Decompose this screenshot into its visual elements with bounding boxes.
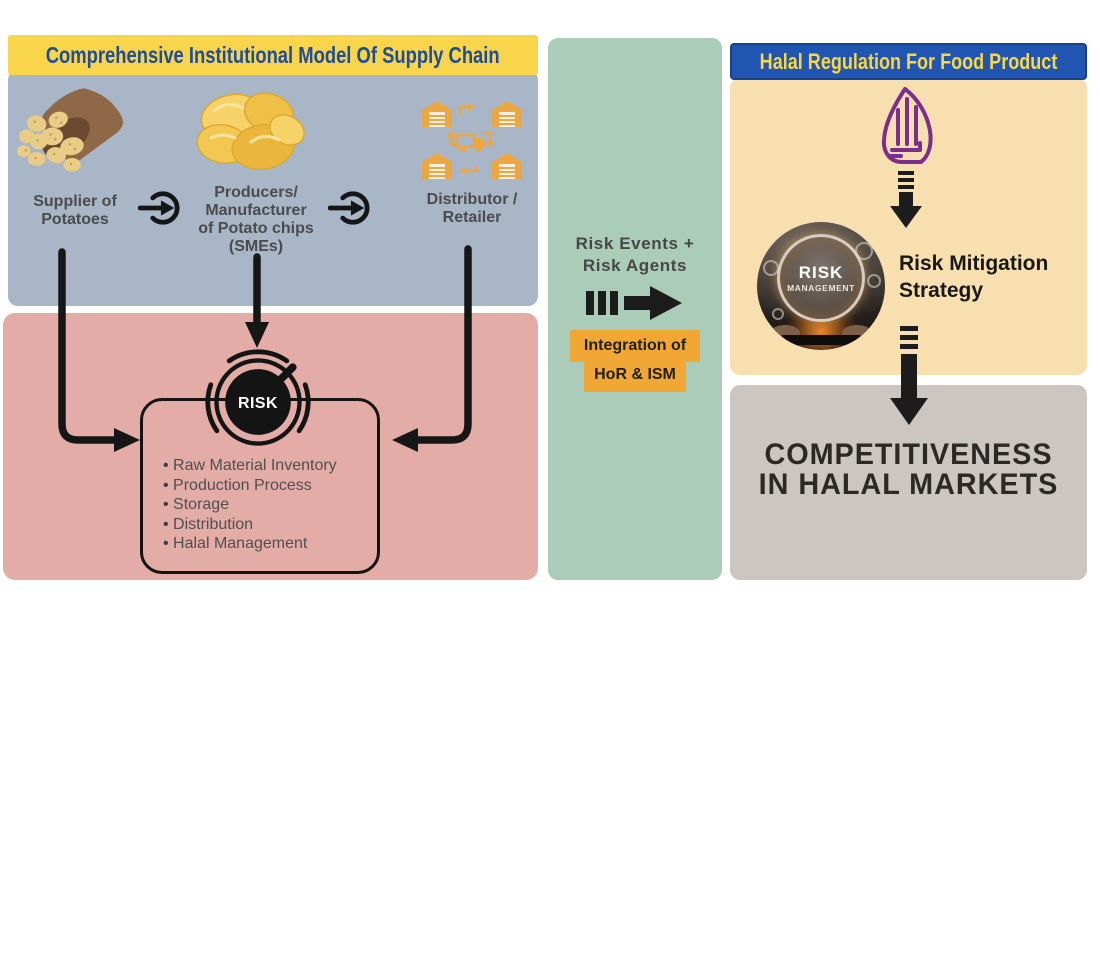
integration-badge-line1: Integration of bbox=[570, 330, 700, 362]
risk-list-item: Raw Material Inventory bbox=[163, 456, 368, 476]
distributor-label: Distributor / Retailer bbox=[426, 191, 518, 226]
dashed-down-arrow-icon bbox=[889, 326, 929, 426]
risk-list-item: Storage bbox=[163, 495, 368, 515]
chain-step-arrow-icon bbox=[327, 188, 372, 228]
risk-gauge-icon: RISK bbox=[202, 346, 314, 458]
photo-caption-line2: MANAGEMENT bbox=[787, 283, 855, 293]
photo-network-node bbox=[867, 274, 881, 288]
left-title-bar: Comprehensive Institutional Model Of Sup… bbox=[8, 35, 538, 75]
fast-forward-arrow-icon bbox=[584, 284, 684, 322]
distribution-network-icon bbox=[420, 99, 524, 181]
risk-list-item: Halal Management bbox=[163, 534, 368, 554]
photo-network-node bbox=[763, 260, 779, 276]
supplier-label: Supplier of Potatoes bbox=[33, 193, 117, 228]
producer-label: Producers/ Manufacturer of Potato chips … bbox=[198, 184, 314, 255]
risk-list-item: Distribution bbox=[163, 515, 368, 535]
photo-network-node bbox=[855, 242, 873, 260]
risk-events-heading: Risk Events + Risk Agents bbox=[575, 234, 695, 276]
photo-network-node bbox=[772, 308, 784, 320]
integration-badge-line2: HoR & ISM bbox=[584, 362, 686, 392]
chain-step-arrow-icon bbox=[137, 188, 182, 228]
svg-text:RISK: RISK bbox=[238, 395, 278, 412]
right-title: Halal Regulation For Food Product bbox=[759, 48, 1058, 74]
potato-chips-illustration bbox=[185, 86, 317, 182]
risk-list: Raw Material InventoryProduction Process… bbox=[163, 456, 368, 554]
integration-badge: Integration of HoR & ISM bbox=[570, 330, 700, 392]
left-title: Comprehensive Institutional Model Of Sup… bbox=[46, 41, 500, 68]
right-title-bar: Halal Regulation For Food Product bbox=[730, 43, 1087, 80]
competitiveness-label: COMPETITIVENESS IN HALAL MARKETS bbox=[758, 438, 1059, 501]
risk-management-photo: RISK MANAGEMENT bbox=[757, 222, 885, 350]
photo-caption: RISK MANAGEMENT bbox=[757, 222, 885, 350]
photo-glow-ring bbox=[777, 234, 865, 322]
potato-sack-illustration bbox=[15, 84, 133, 178]
halal-calligraphy-icon bbox=[875, 86, 937, 170]
photo-caption-line1: RISK bbox=[798, 263, 844, 282]
photo-tablet bbox=[781, 335, 861, 345]
risk-list-item: Production Process bbox=[163, 476, 368, 496]
risk-mitigation-label: Risk Mitigation Strategy bbox=[899, 252, 1049, 302]
dashed-down-arrow-icon bbox=[888, 171, 924, 229]
